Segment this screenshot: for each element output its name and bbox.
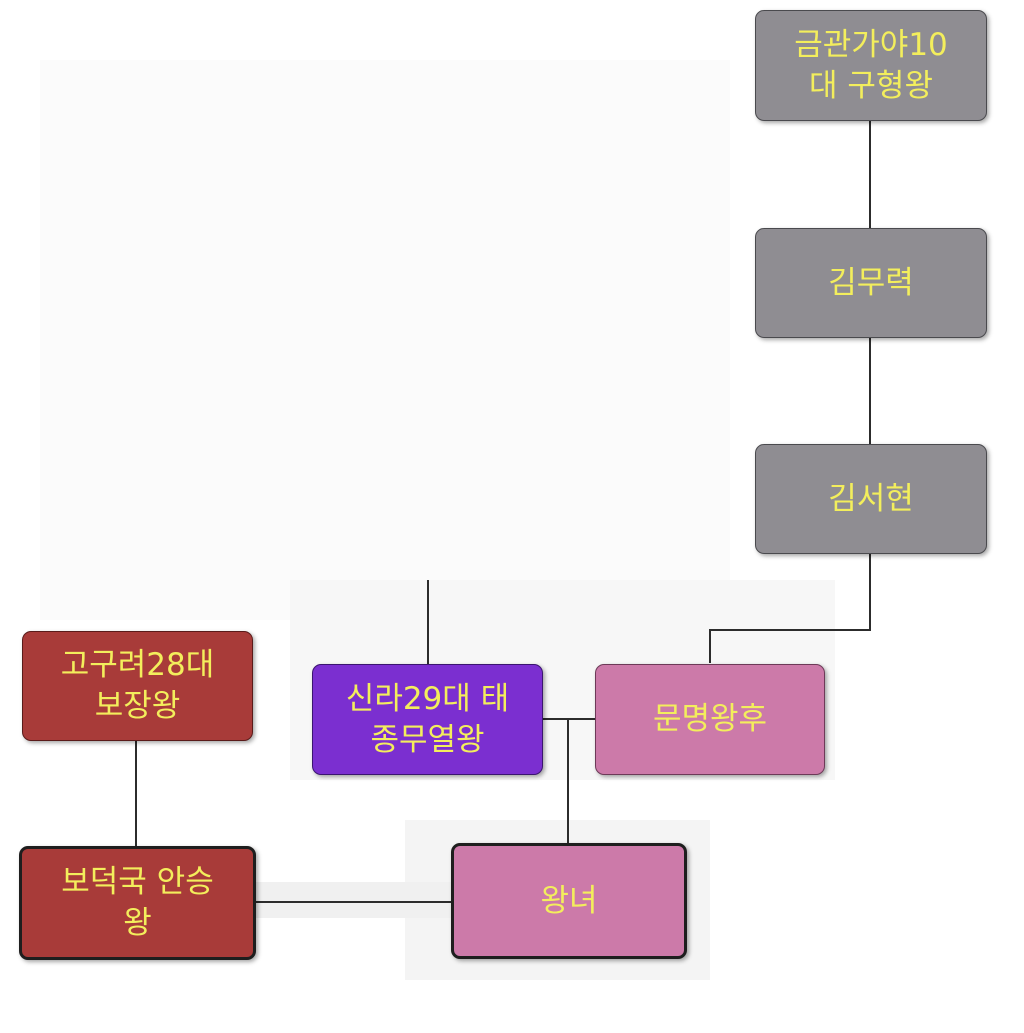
background-panel-link (255, 882, 455, 918)
node-geumgwan-gaya-guhyeong[interactable]: 금관가야10 대 구형왕 (755, 10, 987, 121)
background-panel-top (40, 60, 730, 620)
node-silla-taejong-muyeol[interactable]: 신라29대 태 종무열왕 (312, 664, 543, 775)
connector-bojang-anseung (135, 741, 137, 846)
connector-to-princess (567, 718, 569, 843)
connector-anseung-princess (256, 901, 451, 903)
connector-guhyeong-muryeok (869, 121, 871, 228)
node-princess[interactable]: 왕녀 (451, 843, 687, 959)
node-kim-muryeok[interactable]: 김무력 (755, 228, 987, 338)
connector-above-muyeol (427, 580, 429, 664)
node-kim-seohyeon[interactable]: 김서현 (755, 444, 987, 554)
connector-to-munmyeong (709, 629, 711, 663)
connector-seohyeon-down (869, 554, 871, 630)
node-bodeokguk-anseung[interactable]: 보덕국 안승 왕 (19, 846, 256, 960)
node-goguryeo-bojang[interactable]: 고구려28대 보장왕 (22, 631, 253, 741)
connector-muryeok-seohyeon (869, 338, 871, 444)
connector-marriage-muyeol-munmyeong (543, 718, 595, 720)
connector-seohyeon-horizontal (709, 629, 871, 631)
node-munmyeong-queen[interactable]: 문명왕후 (595, 664, 825, 775)
